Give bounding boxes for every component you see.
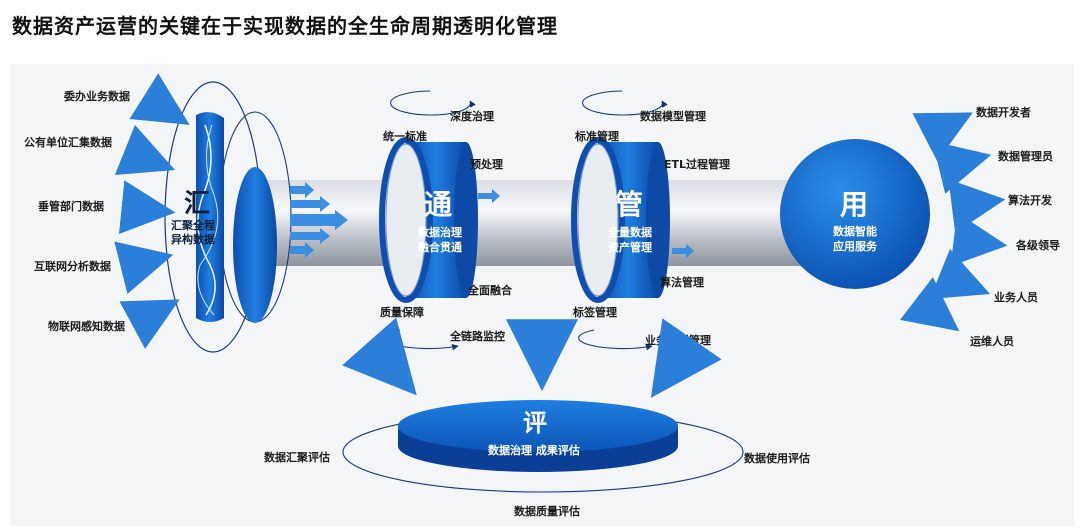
pipe-inflow-arrows	[290, 182, 348, 258]
ping-sub: 数据治理 成果评估	[488, 443, 580, 457]
tong-label-4: 质量保障	[380, 305, 424, 319]
guan-label-1: 标准管理	[574, 129, 619, 143]
yong-char: 用	[840, 188, 868, 221]
source-2: 垂管部门数据	[38, 199, 104, 213]
guan-line2: 资产管理	[608, 240, 652, 254]
tong-cylinder	[379, 90, 478, 351]
tong-line2: 融合贯通	[418, 240, 462, 254]
eval-arrows	[342, 317, 722, 398]
guan-label-0: 数据模型管理	[640, 109, 706, 123]
hui-line1: 汇聚全程	[171, 218, 215, 232]
ping-char: 评	[523, 409, 547, 437]
source-3: 互联网分析数据	[34, 259, 111, 273]
tong-char: 通	[424, 188, 452, 221]
yong-line2: 应用服务	[833, 239, 878, 253]
hui-ring	[164, 81, 292, 353]
source-4: 物联网感知数据	[48, 319, 125, 333]
user-arrows	[900, 112, 1008, 332]
user-0: 数据开发者	[976, 105, 1031, 119]
ping-label-2: 数据质量评估	[514, 504, 580, 518]
guan-label-3: 算法管理	[659, 275, 704, 289]
source-0: 委办业务数据	[63, 89, 130, 103]
user-2: 算法开发	[1007, 193, 1053, 207]
guan-label-2: ETL过程管理	[664, 157, 730, 171]
tong-line1: 数据治理	[418, 225, 462, 239]
tong-label-1: 统一标准	[383, 129, 427, 143]
source-arrows	[114, 73, 190, 349]
hui-line2: 异构数据	[171, 232, 215, 246]
data-pipe	[250, 180, 830, 266]
yong-line1: 数据智能	[833, 224, 877, 238]
ping-label-0: 数据汇聚评估	[264, 450, 330, 464]
guan-label-5: 业务模型管理	[645, 333, 711, 347]
ping-disc	[342, 400, 744, 493]
user-1: 数据管理员	[998, 149, 1053, 163]
user-4: 业务人员	[994, 290, 1038, 304]
user-5: 运维人员	[970, 334, 1014, 348]
guan-flow-arrow	[672, 244, 694, 258]
tong-label-0: 深度治理	[450, 109, 494, 123]
tong-label-2: 预处理	[470, 157, 503, 171]
yong-circle	[780, 139, 930, 289]
user-3: 各级领导	[1015, 238, 1060, 252]
hui-char: 汇	[184, 189, 210, 219]
guan-line1: 全量数据	[607, 225, 652, 239]
page-title: 数据资产运营的关键在于实现数据的全生命周期透明化管理	[12, 14, 558, 38]
source-1: 公有单位汇集数据	[24, 135, 112, 149]
guan-label-4: 标签管理	[572, 305, 617, 319]
tong-flow-arrow	[478, 189, 500, 203]
tong-label-5: 全链路监控	[449, 329, 505, 343]
ping-label-1: 数据使用评估	[744, 451, 810, 465]
guan-cylinder	[571, 90, 670, 351]
guan-char: 管	[615, 188, 643, 221]
tong-label-3: 全面融合	[467, 283, 513, 297]
